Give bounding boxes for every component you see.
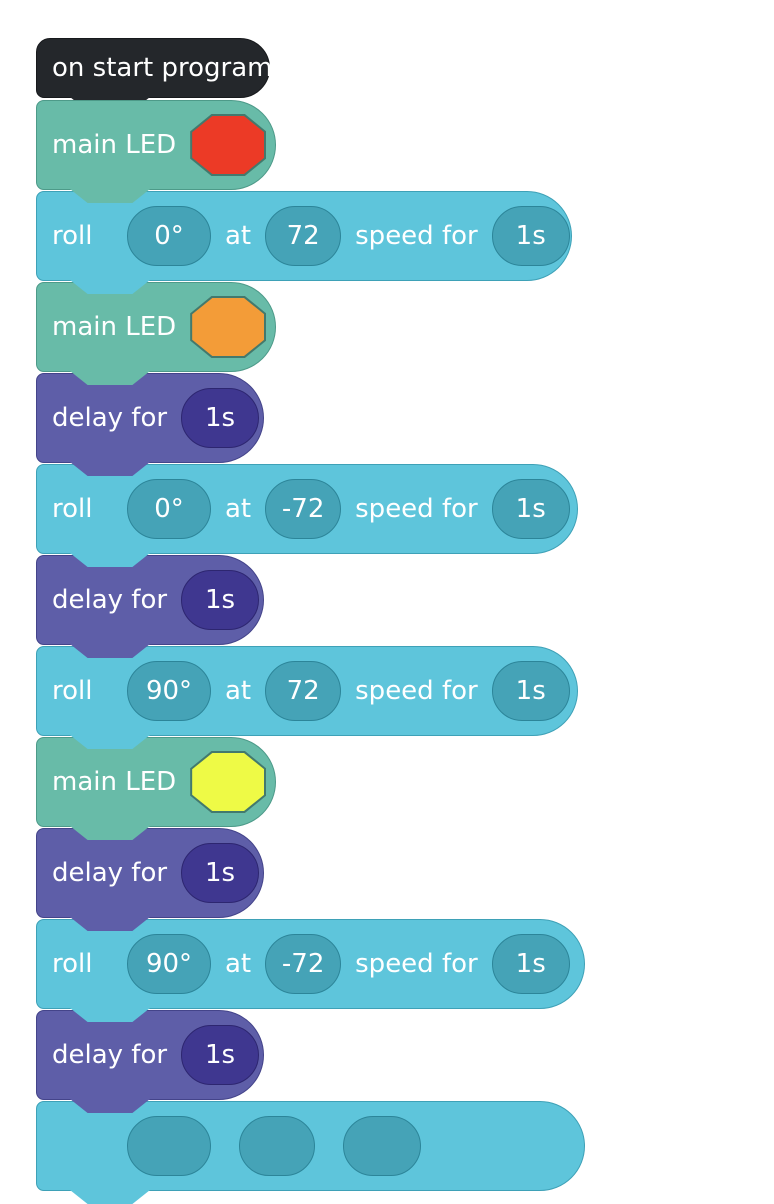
led-color-swatch[interactable] bbox=[190, 114, 267, 176]
roll-label: roll bbox=[52, 494, 93, 524]
main-led-label: main LED bbox=[52, 130, 177, 160]
delay-for-label: delay for bbox=[52, 585, 168, 615]
roll-label: roll bbox=[52, 676, 93, 706]
block-connector bbox=[70, 1190, 150, 1204]
delay-for-label: delay for bbox=[52, 1040, 168, 1070]
roll-block[interactable]: roll 0° at -72 speed for 1s bbox=[36, 464, 578, 567]
led-color-swatch[interactable] bbox=[190, 751, 267, 813]
main-led-block[interactable]: main LED bbox=[36, 282, 276, 385]
heading-input[interactable]: 0° bbox=[127, 479, 211, 539]
speed-input[interactable]: -72 bbox=[265, 934, 342, 994]
heading-input[interactable] bbox=[127, 1116, 211, 1176]
heading-input[interactable]: 0° bbox=[127, 206, 211, 266]
block-connector bbox=[70, 553, 150, 567]
delay-for-label: delay for bbox=[52, 858, 168, 888]
roll-label: roll bbox=[52, 221, 93, 251]
delay-for-label: delay for bbox=[52, 403, 168, 433]
main-led-label: main LED bbox=[52, 312, 177, 342]
roll-block[interactable]: roll 90° at -72 speed for 1s bbox=[36, 919, 585, 1022]
block-connector bbox=[70, 371, 150, 385]
roll-block[interactable]: roll 90° at 72 speed for 1s bbox=[36, 646, 578, 749]
main-led-label: main LED bbox=[52, 767, 177, 797]
block-connector bbox=[70, 826, 150, 840]
at-label: at bbox=[225, 949, 252, 979]
speed-input[interactable]: 72 bbox=[265, 206, 342, 266]
block-connector bbox=[70, 280, 150, 294]
delay-block[interactable]: delay for 1s bbox=[36, 555, 264, 658]
block-connector bbox=[70, 1008, 150, 1022]
speed-input[interactable] bbox=[239, 1116, 315, 1176]
duration-input[interactable]: 1s bbox=[491, 661, 570, 721]
main-led-block[interactable]: main LED bbox=[36, 737, 276, 840]
at-label: at bbox=[225, 676, 252, 706]
duration-input[interactable]: 1s bbox=[491, 479, 570, 539]
roll-block[interactable] bbox=[36, 1101, 585, 1204]
speed-for-label: speed for bbox=[355, 221, 478, 251]
duration-input[interactable]: 1s bbox=[491, 206, 570, 266]
hat-label: on start program bbox=[52, 53, 273, 83]
roll-label: roll bbox=[52, 949, 93, 979]
heading-input[interactable]: 90° bbox=[127, 661, 211, 721]
heading-input[interactable]: 90° bbox=[127, 934, 211, 994]
speed-input[interactable]: 72 bbox=[265, 661, 342, 721]
speed-for-label: speed for bbox=[355, 494, 478, 524]
at-label: at bbox=[225, 221, 252, 251]
speed-for-label: speed for bbox=[355, 676, 478, 706]
block-connector bbox=[70, 735, 150, 749]
duration-input[interactable] bbox=[343, 1116, 421, 1176]
duration-input[interactable]: 1s bbox=[491, 934, 570, 994]
delay-block[interactable]: delay for 1s bbox=[36, 373, 264, 476]
delay-block[interactable]: delay for 1s bbox=[36, 828, 264, 931]
block-connector bbox=[70, 189, 150, 203]
block-connector bbox=[70, 644, 150, 658]
block-connector bbox=[70, 462, 150, 476]
delay-duration-input[interactable]: 1s bbox=[181, 570, 260, 630]
roll-block[interactable]: roll 0° at 72 speed for 1s bbox=[36, 191, 572, 294]
block-connector bbox=[70, 917, 150, 931]
speed-for-label: speed for bbox=[355, 949, 478, 979]
delay-duration-input[interactable]: 1s bbox=[181, 1025, 260, 1085]
main-led-block[interactable]: main LED bbox=[36, 100, 276, 203]
delay-block[interactable]: delay for 1s bbox=[36, 1010, 264, 1113]
at-label: at bbox=[225, 494, 252, 524]
speed-input[interactable]: -72 bbox=[265, 479, 342, 539]
led-color-swatch[interactable] bbox=[190, 296, 267, 358]
program-canvas: on start program main LED roll 0° at 72 speed… bbox=[36, 38, 585, 1204]
delay-duration-input[interactable]: 1s bbox=[181, 388, 260, 448]
on-start-program-block[interactable]: on start program bbox=[36, 38, 273, 111]
delay-duration-input[interactable]: 1s bbox=[181, 843, 260, 903]
